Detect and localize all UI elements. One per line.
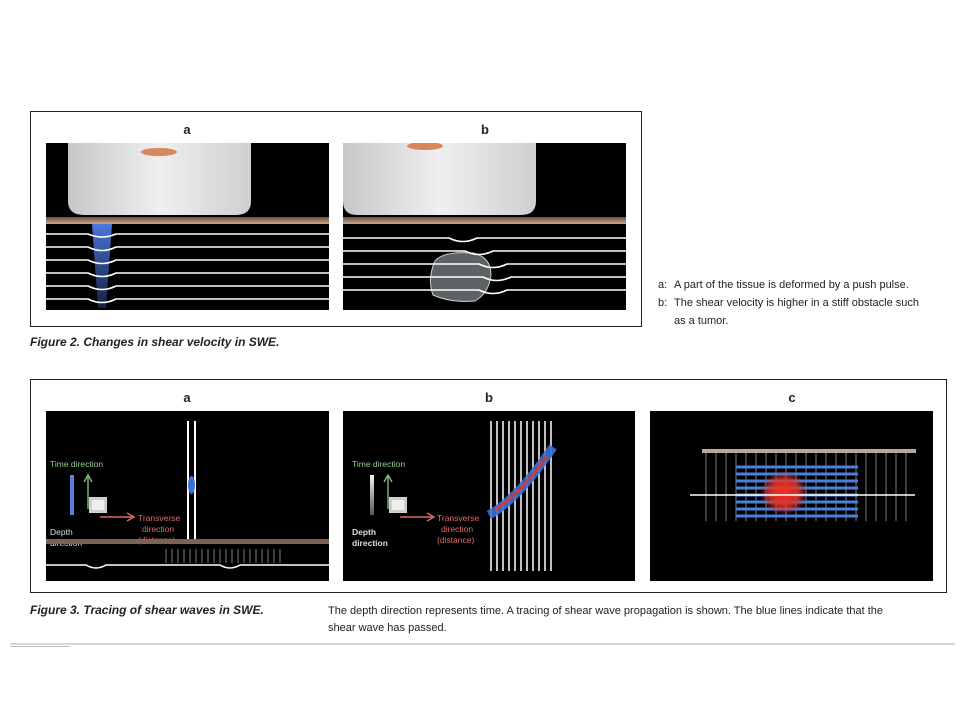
time-direction-label: Time direction	[352, 459, 405, 469]
skin-layer	[702, 449, 916, 453]
depth-label-2: direction	[352, 538, 388, 548]
figure2-caption: Figure 2. Changes in shear velocity in S…	[30, 335, 280, 349]
bottom-divider-accent	[10, 646, 70, 647]
probe	[343, 143, 536, 215]
bottom-divider	[10, 643, 955, 645]
probe-element	[141, 148, 177, 156]
legend-text: The shear velocity is higher in a stiff …	[674, 297, 919, 309]
figure3-description-line2: shear wave has passed.	[328, 622, 447, 634]
transverse-arrow	[400, 512, 436, 522]
figure3-panel-b: Time direction Transverse direction (dis…	[343, 411, 635, 581]
figure3-panel-c-graphic	[690, 449, 916, 521]
trace-column	[187, 421, 196, 539]
figure2-legend: a: A part of the tissue is deformed by a…	[658, 276, 919, 330]
figure2-frame	[30, 111, 642, 327]
transverse-label-1: Transverse	[437, 513, 479, 523]
figure3-caption: Figure 3. Tracing of shear waves in SWE.	[30, 603, 264, 617]
probe	[68, 143, 251, 215]
legend-row-b: b: The shear velocity is higher in a sti…	[658, 294, 919, 312]
legend-text: as a tumor.	[674, 315, 729, 327]
time-arrow	[383, 473, 393, 509]
figure2-panel-a	[46, 143, 329, 310]
tumor	[760, 471, 808, 515]
figure2-panel-b-graphic	[343, 143, 626, 302]
tissue-line	[46, 564, 329, 569]
figure3-frame	[30, 379, 947, 593]
figure3-panel-a-graphic: Time direction Transverse direction (dis…	[46, 421, 329, 569]
figure2-panel-a-label: a	[183, 122, 191, 137]
push-beam	[92, 224, 112, 308]
transverse-label-1: Transverse	[138, 513, 180, 523]
transverse-label-2: direction	[441, 524, 473, 534]
legend-key: b:	[658, 297, 668, 309]
skin-layer	[343, 217, 626, 224]
figure2-panel-b	[343, 143, 626, 310]
transverse-label-2: direction	[142, 524, 174, 534]
depth-label-1: Depth	[50, 527, 73, 537]
figure3-description-line1: The depth direction represents time. A t…	[328, 605, 884, 617]
legend-row-a: a: A part of the tissue is deformed by a…	[658, 276, 919, 294]
figure3-panel-c-label: c	[788, 390, 796, 405]
figure3-panel-b-graphic: Time direction Transverse direction (dis…	[352, 421, 557, 571]
transverse-arrow	[100, 512, 136, 522]
depth-label-1: Depth	[352, 527, 376, 537]
legend-row-b-cont: as a tumor.	[658, 312, 919, 330]
figure3-panel-b-label: b	[485, 390, 493, 405]
time-arrow	[83, 473, 93, 509]
figure2-panel-b-label: b	[481, 122, 489, 137]
shear-wave-trace-red	[494, 455, 549, 512]
figure3-description: The depth direction represents time. A t…	[328, 603, 948, 637]
figure3-panel-a-label: a	[183, 390, 191, 405]
legend-key: a:	[658, 279, 668, 291]
time-bar	[70, 475, 74, 515]
tracking-lines	[165, 549, 281, 563]
time-direction-label: Time direction	[50, 459, 103, 469]
skin-layer	[46, 217, 329, 224]
figure3-panel-c	[650, 411, 933, 581]
figure3-panel-a: Time direction Transverse direction (dis…	[46, 411, 329, 581]
trace-columns	[490, 421, 552, 571]
tissue-lines	[46, 233, 329, 304]
legend-text: A part of the tissue is deformed by a pu…	[674, 279, 909, 291]
figure2-panel-a-graphic	[46, 143, 329, 308]
time-bar	[370, 475, 374, 515]
transverse-label-3: (distance)	[437, 535, 474, 545]
tissue-lines	[343, 237, 626, 295]
probe-element	[407, 143, 443, 150]
skin-layer	[46, 539, 329, 544]
legend-key	[658, 312, 674, 330]
